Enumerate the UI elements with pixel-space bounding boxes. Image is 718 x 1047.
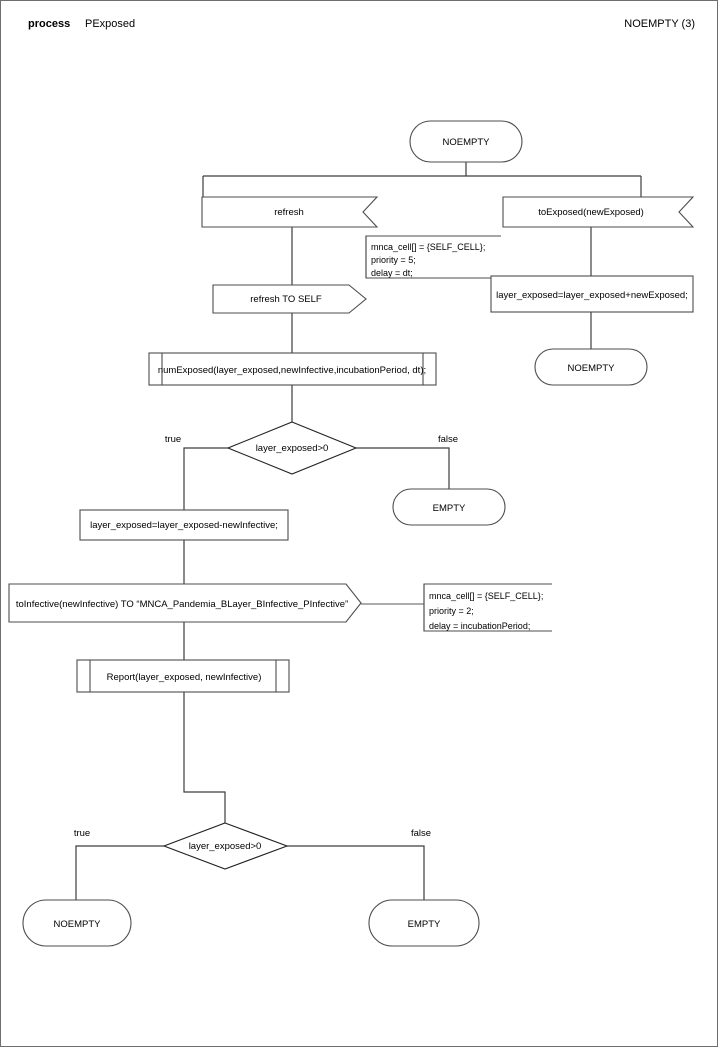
node-task-sub-infective[interactable]: layer_exposed=layer_exposed-newInfective…: [79, 509, 289, 541]
node-task-add-exposed[interactable]: layer_exposed=layer_exposed+newExposed;: [490, 275, 694, 313]
decision-2-shape: [162, 822, 289, 870]
output-toinfective-shape: [8, 583, 362, 623]
node-input-refresh[interactable]: refresh: [201, 196, 379, 228]
task-add-exposed-label: layer_exposed=layer_exposed+newExposed;: [496, 290, 688, 301]
connector-decision1-false: [356, 447, 450, 489]
connector-decision1-true: [183, 447, 228, 510]
connector-decision2-false: [287, 845, 425, 900]
node-state-empty-end[interactable]: EMPTY: [368, 899, 480, 947]
node-state-noempty-right[interactable]: NOEMPTY: [534, 348, 648, 386]
call-numexposed-label: numExposed(layer_exposed,newInfective,in…: [158, 365, 426, 376]
decision-1-true-label: true: [165, 434, 181, 445]
output-refresh-self-shape: [212, 284, 367, 314]
decision-2-label: layer_exposed>0: [189, 841, 262, 852]
state-noempty-right-shape: [534, 348, 648, 386]
connector-decision2-true: [75, 845, 164, 900]
state-noempty-right-label: NOEMPTY: [568, 363, 616, 374]
note-refresh-bracket-rails: [366, 235, 501, 279]
node-call-numexposed[interactable]: numExposed(layer_exposed,newInfective,in…: [148, 352, 437, 386]
decision-1-shape: [226, 421, 358, 475]
header-process-name: PExposed: [85, 18, 136, 30]
node-output-toinfective[interactable]: toInfective(newInfective) TO “MNCA_Pande…: [8, 583, 362, 623]
note-refresh-line-1: mnca_cell[] = {SELF_CELL};: [371, 242, 485, 252]
state-start-label: NOEMPTY: [443, 137, 491, 148]
state-noempty-end-shape: [22, 899, 132, 947]
task-add-exposed-shape: [490, 275, 694, 313]
header-keyword: process: [28, 18, 71, 30]
connector-report-to-decision2: [183, 692, 226, 823]
state-empty-mid-shape: [392, 488, 506, 526]
note-toinfective-line-1: mnca_cell[] = {SELF_CELL};: [429, 591, 543, 601]
input-toexposed-label: toExposed(newExposed): [538, 207, 644, 218]
node-note-refresh: mnca_cell[] = {SELF_CELL}; priority = 5;…: [365, 235, 501, 279]
note-refresh-line-2: priority = 5;: [371, 255, 416, 265]
task-sub-infective-label: layer_exposed=layer_exposed-newInfective…: [90, 520, 278, 531]
decision-2-true-label: true: [74, 828, 90, 839]
note-refresh-line-3: delay = dt;: [371, 268, 413, 278]
node-decision-2[interactable]: layer_exposed>0 true false: [74, 822, 431, 870]
call-numexposed-shape: [148, 352, 437, 386]
output-toinfective-label: toInfective(newInfective) TO “MNCA_Pande…: [16, 599, 348, 610]
node-note-toinfective: mnca_cell[] = {SELF_CELL}; priority = 2;…: [423, 583, 552, 632]
output-refresh-self-label: refresh TO SELF: [250, 294, 322, 305]
state-noempty-end-label: NOEMPTY: [54, 919, 102, 930]
header-state-reference: NOEMPTY (3): [624, 18, 695, 30]
note-toinfective-line-2: priority = 2;: [429, 606, 474, 616]
input-refresh-shape: [201, 196, 379, 228]
decision-1-label: layer_exposed>0: [256, 443, 329, 454]
input-toexposed-shape: [502, 196, 695, 228]
note-toinfective-bracket-rails: [424, 583, 552, 632]
state-empty-mid-label: EMPTY: [433, 503, 466, 514]
call-report-label: Report(layer_exposed, newInfective): [107, 672, 262, 683]
call-report-shape: [76, 659, 290, 693]
node-input-toexposed[interactable]: toExposed(newExposed): [502, 196, 695, 228]
state-empty-end-label: EMPTY: [408, 919, 441, 930]
state-empty-end-shape: [368, 899, 480, 947]
task-sub-infective-shape: [79, 509, 289, 541]
decision-2-false-label: false: [411, 828, 431, 839]
node-state-empty-mid[interactable]: EMPTY: [392, 488, 506, 526]
node-state-noempty-end[interactable]: NOEMPTY: [22, 899, 132, 947]
input-refresh-label: refresh: [274, 207, 304, 218]
state-start-shape: [409, 120, 523, 163]
node-call-report[interactable]: Report(layer_exposed, newInfective): [76, 659, 290, 693]
note-toinfective-line-3: delay = incubationPeriod;: [429, 621, 530, 631]
decision-1-false-label: false: [438, 434, 458, 445]
node-state-start[interactable]: NOEMPTY: [409, 120, 523, 163]
node-decision-1[interactable]: layer_exposed>0 true false: [165, 421, 458, 475]
node-output-refresh-self[interactable]: refresh TO SELF: [212, 284, 367, 314]
